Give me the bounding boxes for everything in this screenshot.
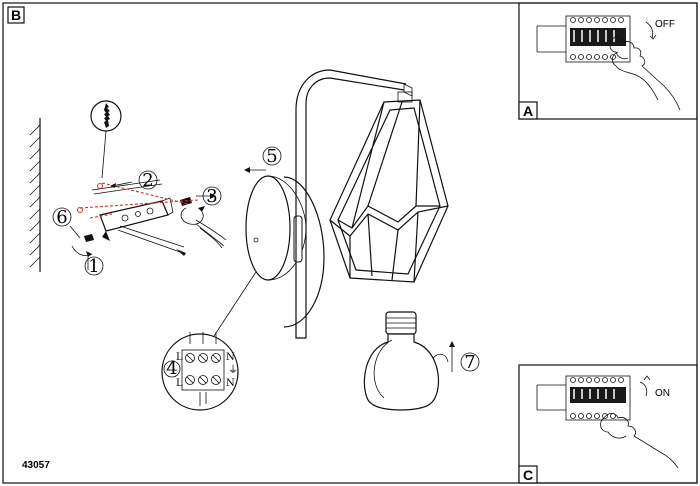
step-number-3: 3	[202, 186, 222, 207]
step-6-text: 6	[56, 207, 67, 228]
panel-a: A OFF	[518, 2, 698, 120]
panel-b-box	[7, 6, 25, 24]
panel-a-frame	[518, 2, 698, 120]
breaker-off-icon	[536, 15, 631, 63]
panel-c-label: C	[523, 467, 533, 483]
panel-c: C ON	[518, 364, 698, 484]
step-number-7: 7	[431, 341, 480, 373]
lamp-shade-icon	[329, 99, 449, 283]
step-number-4: 4	[163, 358, 181, 379]
wall-hatching	[29, 118, 41, 272]
terminal-l-top: L	[176, 352, 183, 363]
panel-a-box	[518, 101, 538, 120]
step-number-6: 6	[52, 207, 72, 228]
step-number-5: 5	[262, 146, 282, 167]
terminal-block-detail: L N L N ⏚	[161, 332, 239, 411]
step-2-text: 2	[142, 170, 153, 191]
screw-detail-icon	[90, 100, 122, 179]
step-number-2: 2	[138, 170, 158, 191]
step-arrows	[69, 167, 266, 270]
step-4-text: 4	[166, 358, 177, 379]
step-number-1: 1	[84, 256, 104, 277]
lamp-arm-icon	[295, 69, 413, 339]
step-3-text: 3	[206, 186, 217, 207]
wall-plate-icon	[213, 175, 325, 337]
step-7-text: 7	[464, 352, 475, 373]
panel-b-label: B	[11, 7, 21, 23]
bulb-icon	[363, 311, 440, 411]
mounting-bracket-icon	[71, 179, 227, 257]
hand-icon	[600, 375, 679, 469]
panel-c-box	[518, 465, 538, 484]
off-label: OFF	[655, 19, 675, 30]
step-1-text: 1	[88, 256, 99, 277]
ground-symbol-icon: ⏚	[228, 364, 238, 376]
breaker-on-icon	[536, 375, 631, 421]
terminal-n-top: N	[226, 352, 235, 363]
terminal-n-bottom: N	[226, 378, 235, 389]
on-label: ON	[655, 388, 670, 399]
product-code: 43057	[22, 460, 50, 471]
step-5-text: 5	[266, 146, 277, 167]
hand-icon	[609, 21, 681, 111]
terminal-l-bottom: L	[176, 378, 183, 389]
panel-c-frame	[518, 364, 698, 484]
panel-a-label: A	[523, 103, 533, 119]
